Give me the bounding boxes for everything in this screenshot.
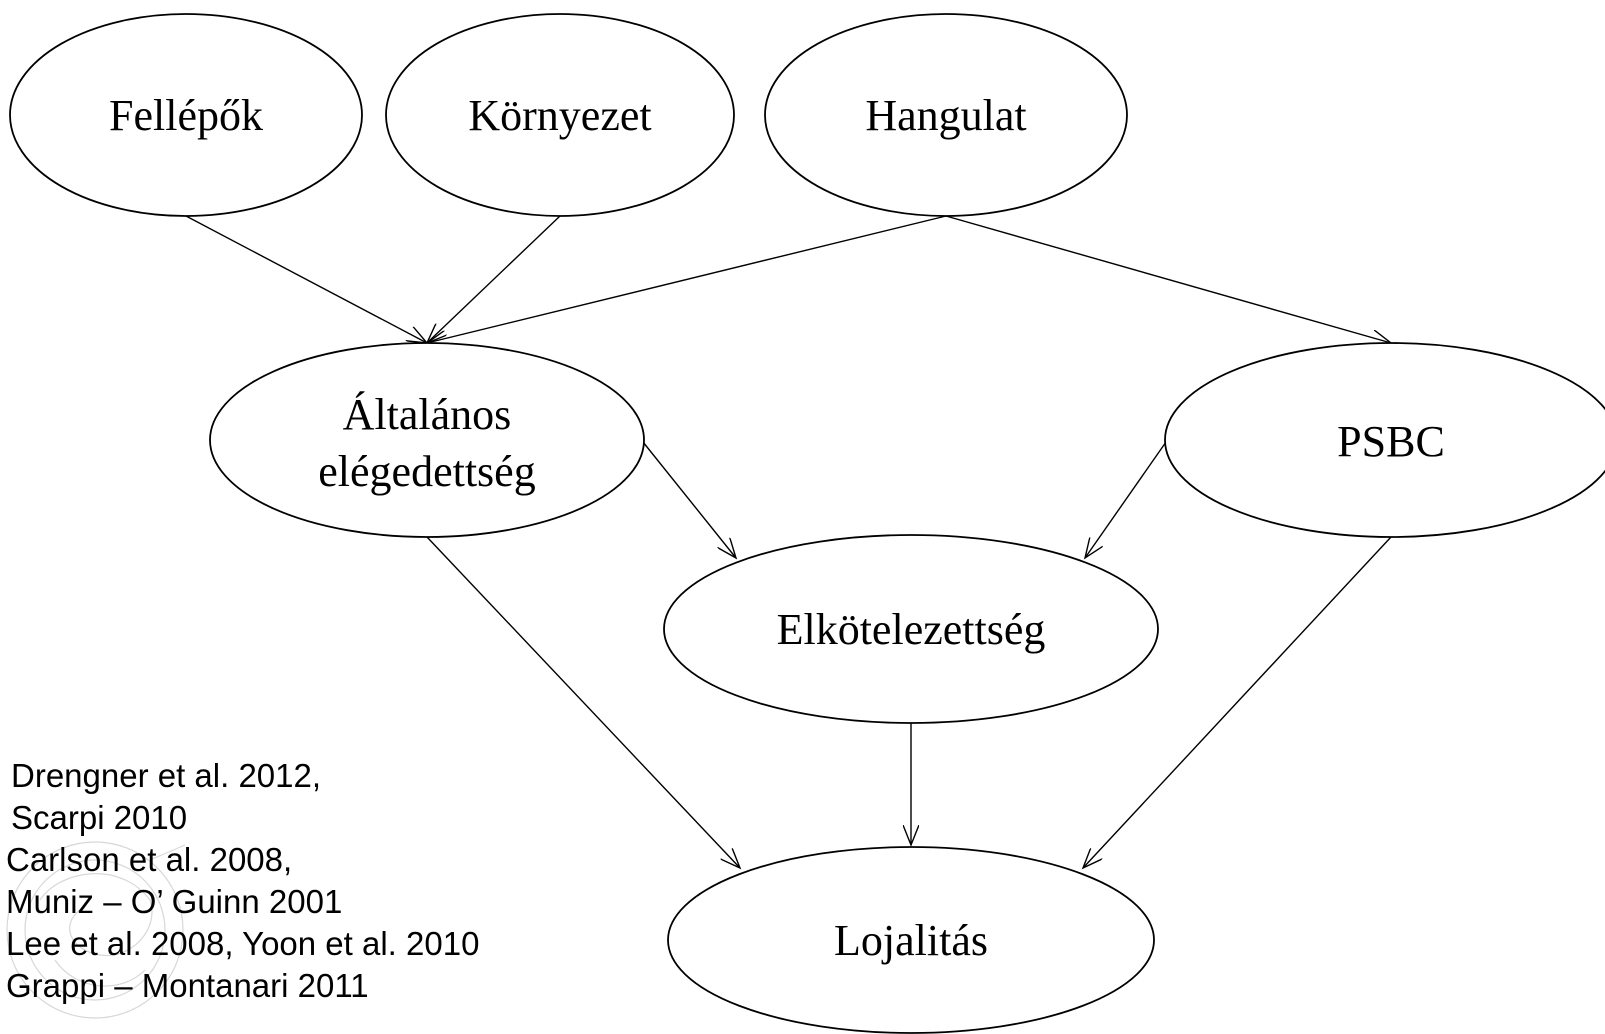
edge-fellepok-altalanos [185,215,427,343]
seal-watermark [6,841,186,1019]
edge-altalanos-lojalitas [426,536,740,868]
edge-kornyezet-altalanos [427,215,561,343]
reference-line: Carlson et al. 2008, [6,841,293,878]
node-psbc: PSBC [1164,342,1605,538]
reference-line: Grappi – Montanari 2011 [6,967,369,1004]
node-altalanos-label-line1: Általános [343,390,512,439]
node-altalanos-label-line2: elégedettség [318,447,535,496]
node-lojalitas: Lojalitás [667,846,1155,1034]
reference-line: Muniz – O’ Guinn 2001 [6,883,343,920]
edge-hangulat-altalanos [427,215,947,343]
node-lojalitas-label: Lojalitás [834,916,988,965]
node-fellepok: Fellépők [9,13,363,217]
reference-line: Drengner et al. 2012, [11,757,322,794]
references: Drengner et al. 2012, Scarpi 2010 Carlso… [6,755,606,1007]
node-altalanos-elegedettseg: Általános elégedettség [209,342,645,538]
edge-altalanos-elkotelezettseg [642,441,736,558]
node-elkotelezettseg: Elkötelezettség [663,534,1159,724]
node-elkotelezettseg-label: Elkötelezettség [777,605,1046,654]
reference-block-2: Carlson et al. 2008, Muniz – O’ Guinn 20… [6,839,606,1007]
node-hangulat-label: Hangulat [865,91,1026,140]
edge-hangulat-psbc [945,215,1391,343]
node-kornyezet: Környezet [385,13,735,217]
reference-line: Lee et al. 2008, Yoon et al. 2010 [6,925,480,962]
reference-block-1: Drengner et al. 2012, Scarpi 2010 [6,755,606,839]
node-psbc-label: PSBC [1337,417,1445,466]
edge-psbc-elkotelezettseg [1085,441,1167,558]
node-kornyezet-label: Környezet [468,91,651,140]
reference-line: Scarpi 2010 [11,799,188,836]
node-hangulat: Hangulat [764,13,1128,217]
edge-psbc-lojalitas [1083,536,1392,868]
node-fellepok-label: Fellépők [109,91,263,140]
